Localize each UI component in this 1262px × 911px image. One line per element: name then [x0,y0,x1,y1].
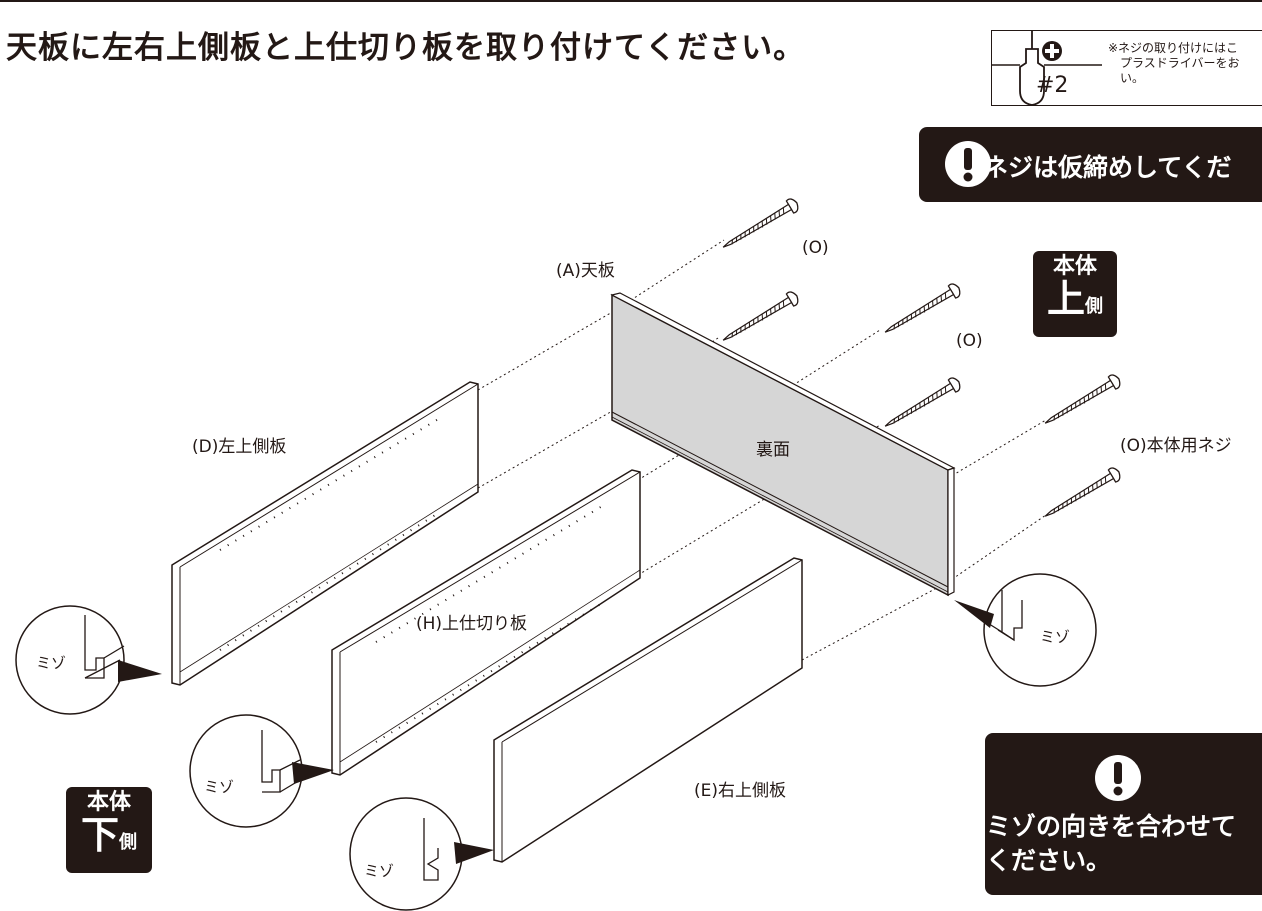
groove-label-right: ミゾ [1040,628,1071,646]
label-top-board: (A)天板 [556,261,615,281]
badge-body-top: 本体 上側 [1033,251,1117,337]
groove-callout-right [954,573,1097,687]
left-upper-side-panel [171,381,479,686]
warning-top-text: ネジは仮締めしてくだ [983,153,1232,182]
upper-partition-panel [331,469,641,776]
groove-label-middle: ミゾ [204,778,235,796]
tool-note-box: #2 ※ネジの取り付けにはこ プラスドライバーをお い。 [991,30,1262,106]
screwdriver-icon [992,31,1102,105]
label-screw-2: (O) [956,331,983,351]
groove-callout-left [15,605,162,715]
exclamation-icon [1095,755,1141,801]
label-screw-1: (O) [802,238,829,258]
top-board-panel [610,292,956,597]
groove-callout-middle [189,714,334,828]
tool-note-text: ※ネジの取り付けにはこ プラスドライバーをお い。 [1108,41,1240,85]
label-right-upper-side: (E)右上側板 [694,781,787,801]
badge-body-bottom: 本体 下側 [66,787,152,873]
right-upper-side-panel [493,557,803,863]
warning-banner-top [919,127,1262,202]
label-left-upper-side: (D)左上側板 [192,437,287,457]
groove-label-bottom: ミゾ [364,862,395,880]
label-upper-partition: (H)上仕切り板 [416,614,528,634]
exclamation-icon [945,141,991,187]
page-title: 天板に左右上側板と上仕切り板を取り付けてください。 [6,30,806,66]
screw-name-clip: (O)本体用ネジ [1120,431,1262,457]
groove-callout-bottom [349,797,494,911]
top-rule [0,0,1262,2]
warning-banner-bottom [985,733,1262,895]
label-back-face: 裏面 [756,440,790,460]
label-screw-name: (O)本体用ネジ [1120,436,1232,456]
warning-bottom-text: ミゾの向きを合わせて ください。 [986,812,1237,875]
groove-label-left: ミゾ [36,654,67,672]
screwdriver-size: #2 [1036,73,1069,98]
